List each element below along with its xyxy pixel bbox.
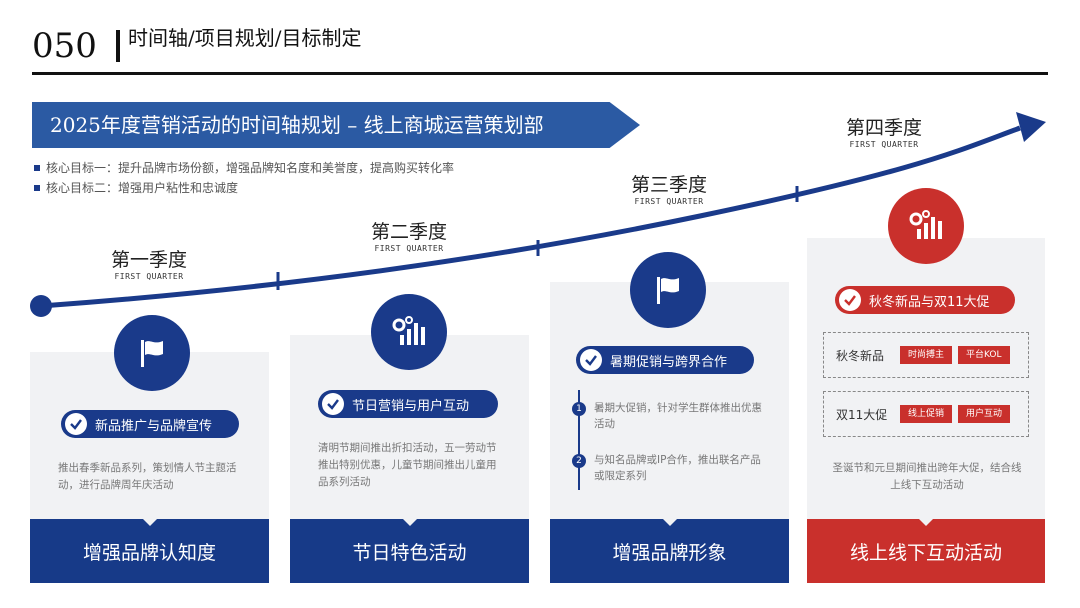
step-1-text: 暑期大促销，针对学生群体推出优惠活动 xyxy=(594,402,762,430)
quarter-4-label: 第四季度 FIRST QUARTER xyxy=(814,116,954,149)
autumn-box: 秋冬新品 时尚搏主 平台KOL xyxy=(823,332,1029,378)
quarter-title: 第三季度 xyxy=(630,174,707,196)
quarter-3-label: 第三季度 FIRST QUARTER xyxy=(599,173,739,206)
pill-label: 秋冬新品与双11大促 xyxy=(869,294,990,310)
quarter-2-pill: 节日营销与用户互动 xyxy=(318,390,498,418)
bullet-icon xyxy=(34,164,40,171)
goal-item-1: 核心目标一：提升品牌市场份额，增强品牌知名度和美誉度，提高购买转化率 xyxy=(34,160,454,176)
quarter-4-desc: 圣诞节和元旦期间推出跨年大促，结合线上线下互动活动 xyxy=(832,462,1022,491)
step-1-dot: 1 xyxy=(572,402,586,416)
gear-chart-icon xyxy=(392,316,425,345)
goal-item-2: 核心目标二：增强用户粘性和忠诚度 xyxy=(34,180,238,196)
quarter-title: 第一季度 xyxy=(110,249,187,271)
quarter-1-label: 第一季度 FIRST QUARTER xyxy=(79,248,219,281)
quarter-title: 第四季度 xyxy=(845,117,922,139)
banner-arrow xyxy=(32,102,640,148)
double11-box: 双11大促 线上促销 用户互动 xyxy=(823,391,1029,437)
page-title: 时间轴/项目规划/目标制定 xyxy=(128,26,362,50)
quarter-2-desc: 清明节期间推出折扣活动，五一劳动节推出特别优惠，儿童节期间推出儿童用品系列活动 xyxy=(318,442,497,488)
flag-icon xyxy=(141,340,163,367)
quarter-2-footer: 节日特色活动 xyxy=(290,519,529,583)
box-label: 双11大促 xyxy=(836,407,888,422)
page-number: 050 xyxy=(32,26,97,66)
step-2-dot: 2 xyxy=(572,454,586,468)
notch xyxy=(143,519,157,526)
quarter-4-footer: 线上线下互动活动 xyxy=(807,519,1045,583)
pill-label: 新品推广与品牌宣传 xyxy=(95,418,213,434)
tag: 平台KOL xyxy=(958,346,1010,364)
goal-text: 核心目标一：提升品牌市场份额，增强品牌知名度和美誉度，提高购买转化率 xyxy=(46,161,455,175)
timeline-start-dot xyxy=(30,295,52,317)
quarter-3-footer: 增强品牌形象 xyxy=(550,519,789,583)
notch xyxy=(919,519,933,526)
check-icon xyxy=(65,413,87,435)
pill-label: 节日营销与用户互动 xyxy=(352,398,470,414)
quarter-subtitle: FIRST QUARTER xyxy=(634,197,704,206)
quarter-4-icon-circle xyxy=(888,188,964,264)
quarter-subtitle: FIRST QUARTER xyxy=(849,140,919,149)
quarter-1-pill: 新品推广与品牌宣传 xyxy=(61,410,239,438)
tag: 用户互动 xyxy=(958,405,1011,423)
gear-chart-icon xyxy=(909,210,942,239)
header-rule xyxy=(32,72,1048,75)
quarter-2-icon-circle xyxy=(371,294,447,370)
bullet-icon xyxy=(34,184,40,191)
steps-line xyxy=(578,390,580,490)
check-icon xyxy=(839,289,861,311)
check-icon xyxy=(322,393,344,415)
quarter-3-pill: 暑期促销与跨界合作 xyxy=(576,346,754,374)
quarter-4-card xyxy=(807,238,1045,520)
quarter-4-pill: 秋冬新品与双11大促 xyxy=(835,286,1015,314)
quarter-2-label: 第二季度 FIRST QUARTER xyxy=(339,220,479,253)
quarter-1-footer: 增强品牌认知度 xyxy=(30,519,269,583)
quarter-subtitle: FIRST QUARTER xyxy=(374,244,444,253)
tag: 时尚搏主 xyxy=(900,346,953,364)
pill-label: 暑期促销与跨界合作 xyxy=(610,354,728,370)
flag-icon xyxy=(657,277,679,304)
notch xyxy=(403,519,417,526)
banner-text: 2025年度营销活动的时间轴规划 – 线上商城运营策划部 xyxy=(50,113,544,137)
goal-text: 核心目标二：增强用户粘性和忠诚度 xyxy=(46,181,239,195)
notch xyxy=(663,519,677,526)
quarter-title: 第二季度 xyxy=(370,221,447,243)
quarter-1-icon-circle xyxy=(114,315,190,391)
tag: 线上促销 xyxy=(900,405,953,423)
quarter-3-icon-circle xyxy=(630,252,706,328)
check-icon xyxy=(580,349,602,371)
title-divider xyxy=(116,30,120,62)
step-2-text: 与知名品牌或IP合作，推出联名产品或限定系列 xyxy=(594,454,761,482)
box-label: 秋冬新品 xyxy=(836,348,885,363)
quarter-1-desc: 推出春季新品系列，策划情人节主题活动，进行品牌周年庆活动 xyxy=(58,462,237,491)
quarter-subtitle: FIRST QUARTER xyxy=(114,272,184,281)
timeline-arrowhead xyxy=(1016,112,1046,142)
